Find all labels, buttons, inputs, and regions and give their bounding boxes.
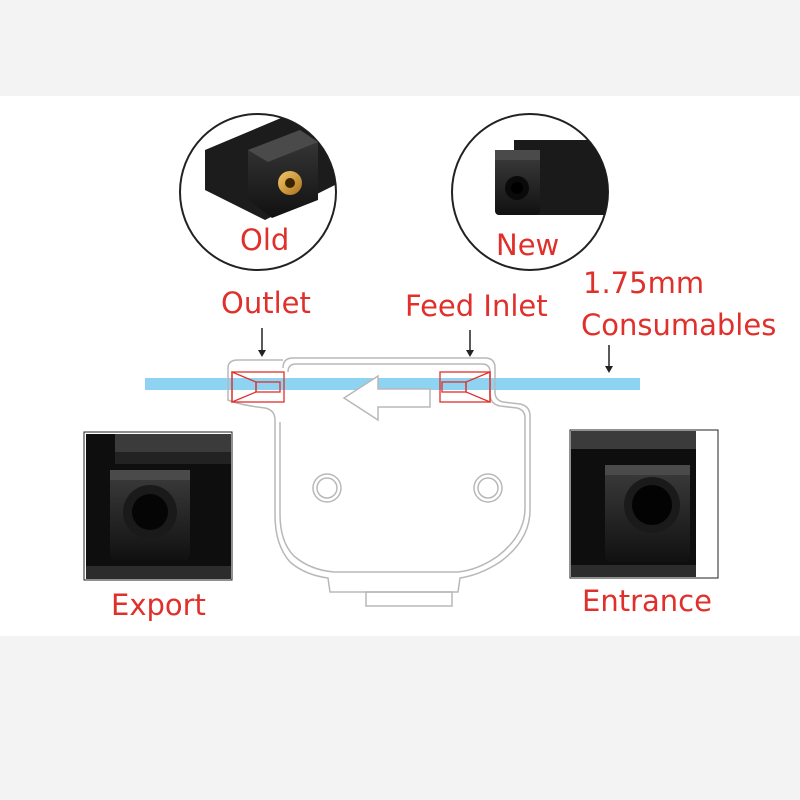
old-module-photo <box>179 113 337 271</box>
inlet-funnel <box>439 371 491 403</box>
entrance-port-photo <box>569 429 719 579</box>
entrance-label: Entrance <box>582 584 712 618</box>
filament-word-label: Consumables <box>581 308 777 342</box>
module-outline-drawing <box>227 357 531 607</box>
export-port-photo <box>83 431 233 581</box>
filament-size-label: 1.75mm <box>583 266 705 300</box>
old-label: Old <box>240 223 290 257</box>
export-label: Export <box>111 588 206 622</box>
annotation-arrows <box>258 328 613 373</box>
new-module-photo <box>451 113 609 271</box>
outlet-label: Outlet <box>221 286 311 320</box>
direction-arrow-icon <box>342 374 431 422</box>
outlet-funnel <box>231 371 285 403</box>
feed-inlet-label: Feed Inlet <box>405 289 548 323</box>
filament-line <box>145 378 640 390</box>
new-label: New <box>496 228 560 262</box>
